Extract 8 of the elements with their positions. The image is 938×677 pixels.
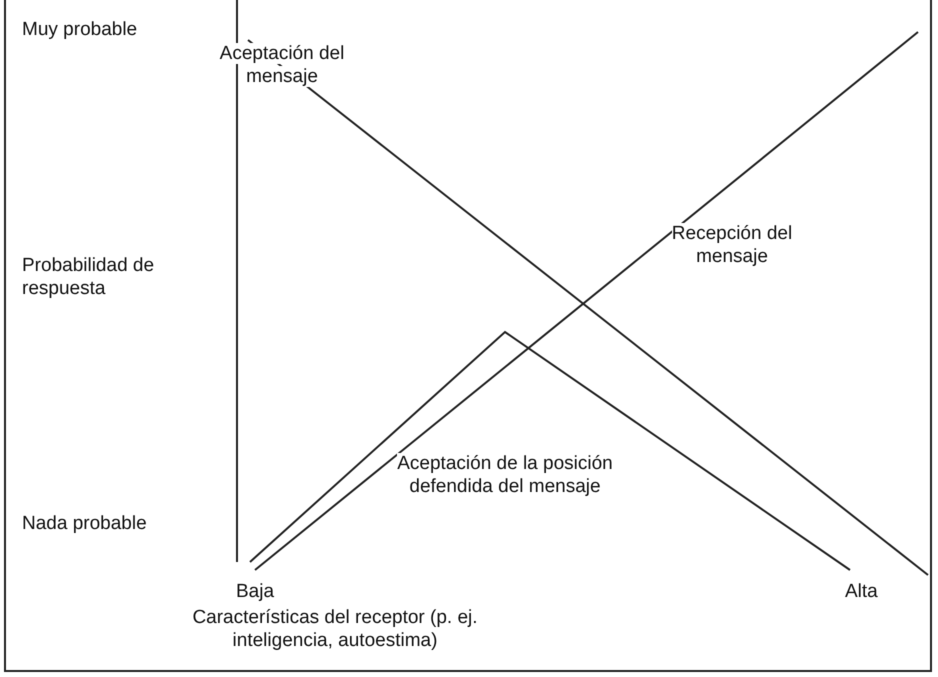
scale-label: Baja [236, 580, 276, 603]
curve-label: Aceptación del mensaje [218, 42, 346, 88]
axis-title: Probabilidad de respuesta [22, 254, 156, 300]
axis-title: Características del receptor (p. ej. inteligencia, autoestima) [191, 606, 479, 652]
curve-label: Aceptación de la posición defendida del mensaje [396, 452, 614, 498]
scale-label: Nada probable [22, 512, 148, 535]
scale-label: Muy probable [22, 18, 138, 41]
curve-label: Recepción del mensaje [670, 222, 794, 268]
